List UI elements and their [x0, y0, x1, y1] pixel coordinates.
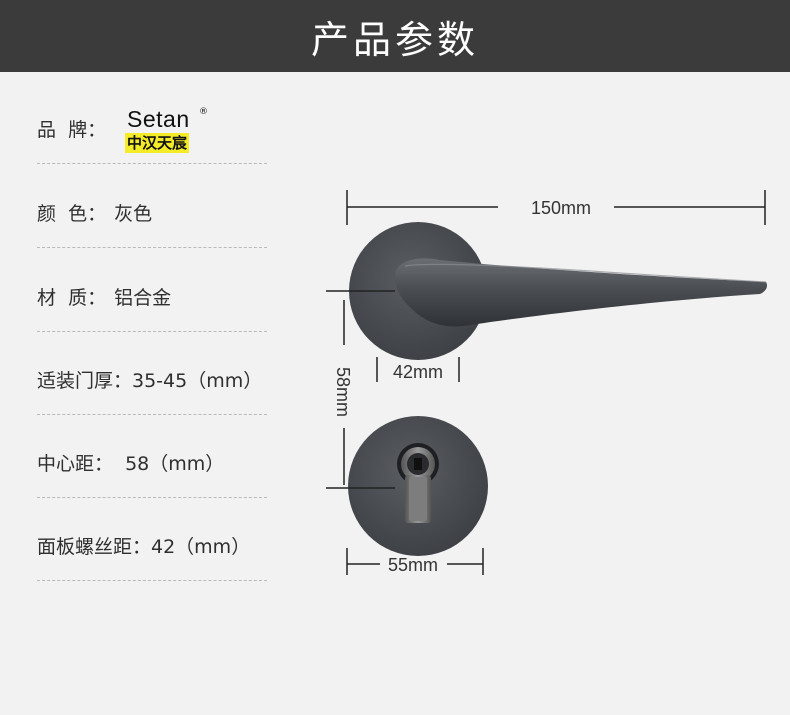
registered-mark: ®	[199, 107, 208, 117]
spec-row-screw-distance: 面板螺丝距：42（mm）	[37, 521, 267, 581]
spec-row-color: 颜 色： 灰色	[37, 188, 267, 248]
lever-handle	[395, 258, 768, 327]
spec-label-material: 材 质：	[37, 287, 107, 309]
spec-value-material: 铝合金	[114, 287, 172, 309]
dimension-label-58mm: 58mm	[333, 367, 353, 417]
row-divider	[37, 163, 267, 164]
spec-label-color: 颜 色：	[37, 203, 107, 225]
brand-logo: Setan ® 中汉天宸	[125, 106, 215, 156]
spec-value-color: 灰色	[114, 203, 153, 225]
spec-text-center-distance: 中心距： 58（mm）	[37, 453, 225, 475]
spec-text-door-thickness: 适装门厚：35-45（mm）	[37, 370, 263, 392]
row-divider	[37, 497, 267, 498]
spec-row-brand: 品 牌： Setan ® 中汉天宸	[37, 104, 267, 164]
spec-text-screw-distance: 面板螺丝距：42（mm）	[37, 536, 251, 558]
handle-dimension-diagram: 150mm 42mm 58mm	[326, 190, 768, 575]
spec-row-center-distance: 中心距： 58（mm）	[37, 438, 267, 498]
dimension-58mm: 58mm	[333, 300, 353, 485]
row-divider	[37, 247, 267, 248]
page-title: 产品参数	[310, 17, 479, 62]
spec-row-material: 材 质： 铝合金	[37, 272, 267, 332]
dimension-150mm: 150mm	[346, 190, 766, 225]
spec-text-material: 材 质： 铝合金	[37, 283, 171, 310]
spec-label-brand: 品 牌：	[37, 119, 107, 141]
spec-text-color: 颜 色： 灰色	[37, 199, 152, 226]
brand-logo-en: Setan	[127, 106, 190, 132]
header-bar: 产品参数	[0, 0, 790, 72]
spec-row-door-thickness: 适装门厚：35-45（mm）	[37, 355, 267, 415]
row-divider	[37, 414, 267, 415]
dimension-label-150mm: 150mm	[531, 198, 591, 218]
row-divider	[37, 580, 267, 581]
key-cylinder	[397, 443, 439, 523]
dimension-55mm: 55mm	[346, 548, 484, 575]
brand-logo-cn: 中汉天宸	[125, 133, 190, 153]
row-divider	[37, 331, 267, 332]
dimension-label-55mm: 55mm	[388, 555, 438, 575]
dimension-42mm: 42mm	[376, 357, 460, 382]
dimension-label-42mm: 42mm	[393, 362, 443, 382]
